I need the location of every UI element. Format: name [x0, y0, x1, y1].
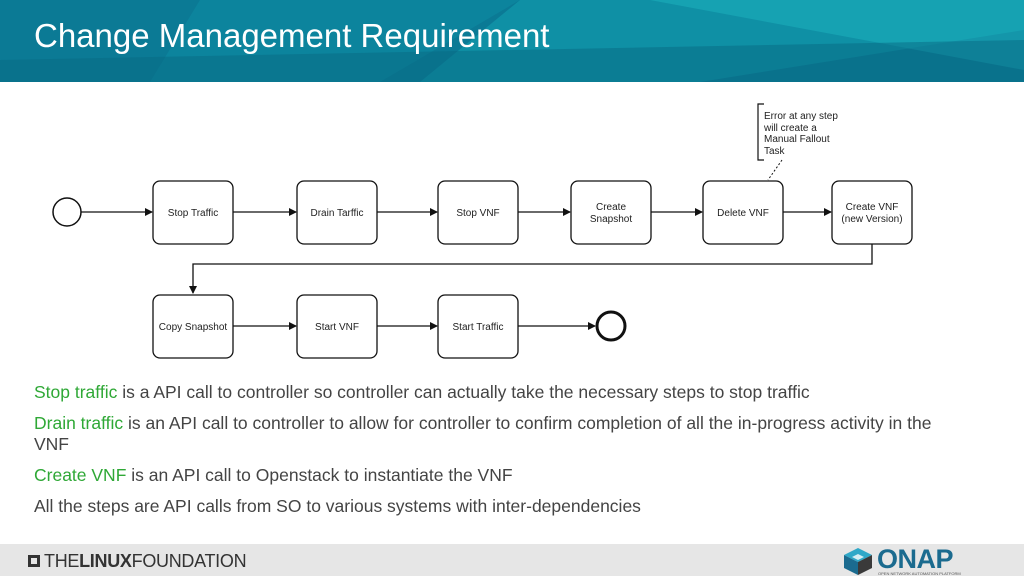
step-label: Stop Traffic [168, 208, 218, 219]
error-note-line: Task [764, 145, 785, 157]
onap-wordmark: ONAP [877, 544, 954, 574]
step-label: Create [596, 202, 626, 213]
step-label: Stop VNF [456, 208, 499, 219]
term-drain-traffic: Drain traffic [34, 413, 124, 433]
step-label: Drain Tarffic [311, 208, 364, 219]
error-note-line: will create a [764, 122, 817, 134]
header-banner [0, 0, 1024, 82]
description: Stop traffic is a API call to controller… [34, 382, 934, 527]
step-copy-snapshot: Copy Snapshot [152, 294, 234, 359]
step-create-vnf: Create VNF (new Version) [831, 180, 913, 245]
wrap-arrow [189, 244, 873, 294]
note-bracket [757, 103, 764, 161]
onap-logo: ONAP OPEN NETWORK AUTOMATION PLATFORM [842, 544, 972, 576]
step-start-vnf: Start VNF [296, 294, 378, 359]
flow-diagram: Stop Traffic Drain Tarffic Stop VNF Crea… [52, 103, 913, 359]
description-line-4: All the steps are API calls from SO to v… [34, 496, 641, 516]
step-label: Create VNF [846, 202, 899, 213]
step-label: Start VNF [315, 322, 359, 333]
description-line-2: Drain traffic is an API call to controll… [34, 413, 934, 455]
step-label: Copy Snapshot [159, 322, 228, 333]
step-stop-traffic: Stop Traffic [152, 180, 234, 245]
step-start-traffic: Start Traffic [437, 294, 519, 359]
end-event [595, 310, 627, 342]
note-connector [767, 159, 783, 181]
step-drain-traffic: Drain Tarffic [296, 180, 378, 245]
error-note-line: Error at any step [764, 111, 838, 122]
description-line-1: Stop traffic is a API call to controller… [34, 382, 934, 403]
error-note: Error at any step will create a Manual F… [764, 111, 864, 157]
lf-foundation: FOUNDATION [131, 550, 247, 571]
lf-square-icon [28, 555, 40, 567]
step-label: Snapshot [590, 214, 632, 225]
step-create-snapshot: Create Snapshot [570, 180, 652, 245]
step-label: (new Version) [841, 214, 902, 225]
step-delete-vnf: Delete VNF [702, 180, 784, 245]
step-stop-vnf: Stop VNF [437, 180, 519, 245]
error-note-line: Manual Fallout [764, 134, 830, 145]
step-label: Start Traffic [453, 322, 504, 333]
onap-cube-icon [844, 548, 872, 575]
onap-tagline: OPEN NETWORK AUTOMATION PLATFORM [878, 571, 961, 576]
definition-text: is a API call to controller so controlle… [117, 382, 810, 402]
term-stop-traffic: Stop traffic [34, 382, 118, 402]
description-line-3: Create VNF is an API call to Openstack t… [34, 465, 934, 486]
definition-text: is an API call to controller to allow fo… [34, 413, 932, 454]
lf-linux: LINUX [79, 550, 132, 571]
lf-the: THE [44, 550, 80, 571]
start-event [52, 197, 82, 227]
page-title: Change Management Requirement [34, 17, 550, 54]
term-create-vnf: Create VNF [34, 465, 127, 485]
step-label: Delete VNF [717, 208, 769, 219]
definition-text: is an API call to Openstack to instantia… [126, 465, 513, 485]
